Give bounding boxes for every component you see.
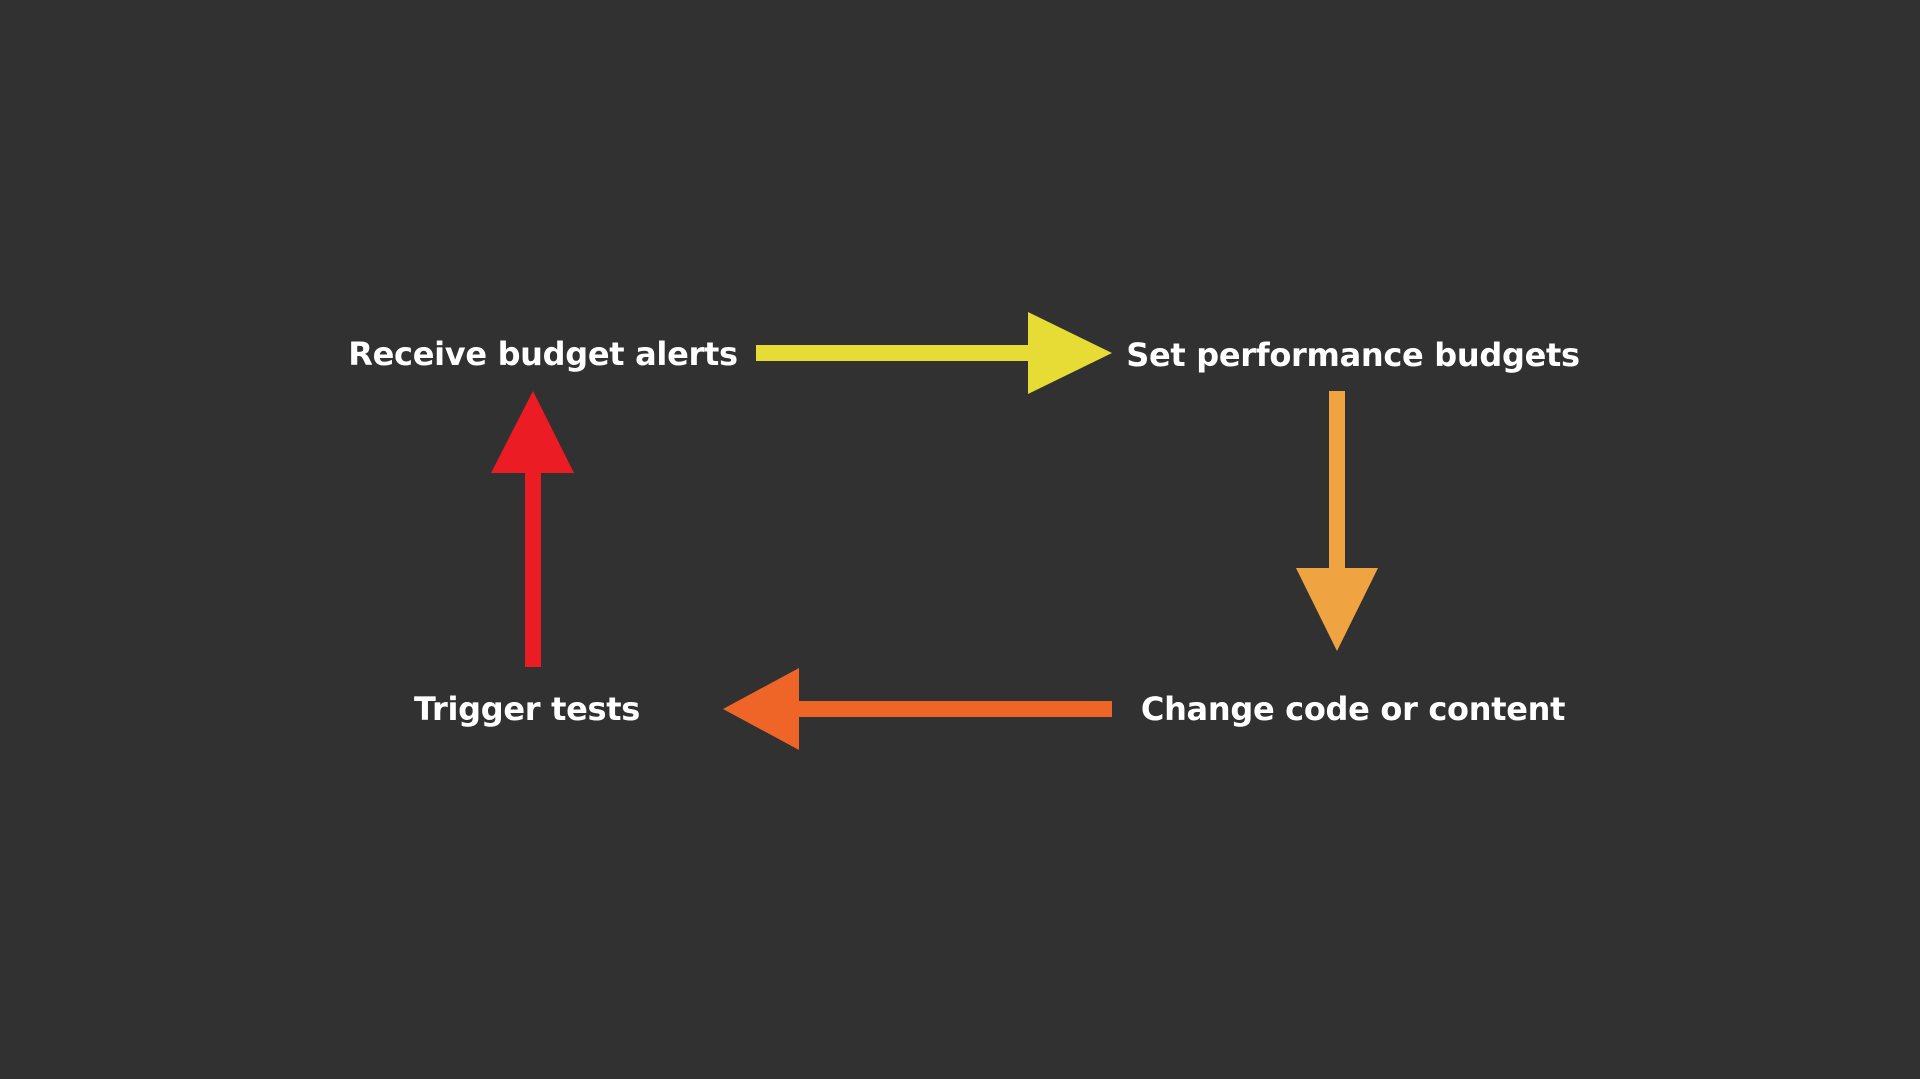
arrow-change-to-trigger (723, 668, 1112, 750)
arrow-shaft (796, 701, 1112, 717)
node-set-performance-budgets: Set performance budgets (1126, 336, 1580, 374)
arrow-head (1296, 568, 1378, 651)
arrow-head (491, 391, 574, 473)
arrow-head (1028, 312, 1112, 394)
node-receive-budget-alerts: Receive budget alerts (348, 335, 738, 373)
arrow-shaft (1329, 391, 1345, 571)
arrow-shaft (756, 345, 1030, 361)
node-change-code-or-content: Change code or content (1140, 690, 1566, 728)
arrow-shaft (525, 470, 541, 667)
arrow-set-to-change (1296, 391, 1378, 651)
arrow-head (723, 668, 799, 750)
node-trigger-tests: Trigger tests (414, 690, 640, 728)
arrow-trigger-to-receive (491, 391, 574, 667)
arrow-receive-to-set (756, 312, 1112, 394)
